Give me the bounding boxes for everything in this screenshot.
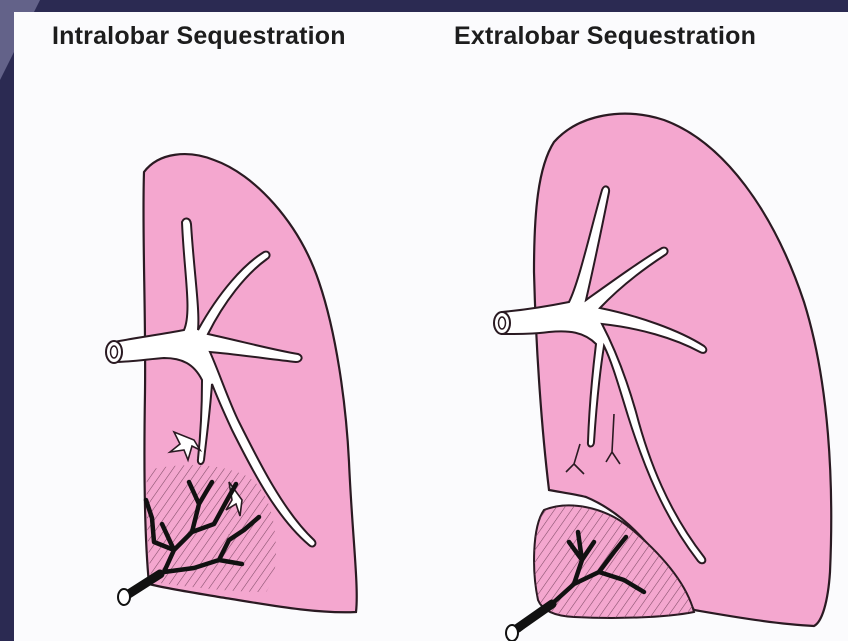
slide-frame-left (0, 0, 14, 641)
diagram-panel: Intralobar Sequestration Extralobar Sequ… (14, 12, 848, 641)
sequestration-diagram (14, 12, 848, 641)
extralobar-lung (494, 114, 831, 641)
slide-frame-top (0, 0, 848, 12)
intralobar-lung (106, 154, 357, 612)
